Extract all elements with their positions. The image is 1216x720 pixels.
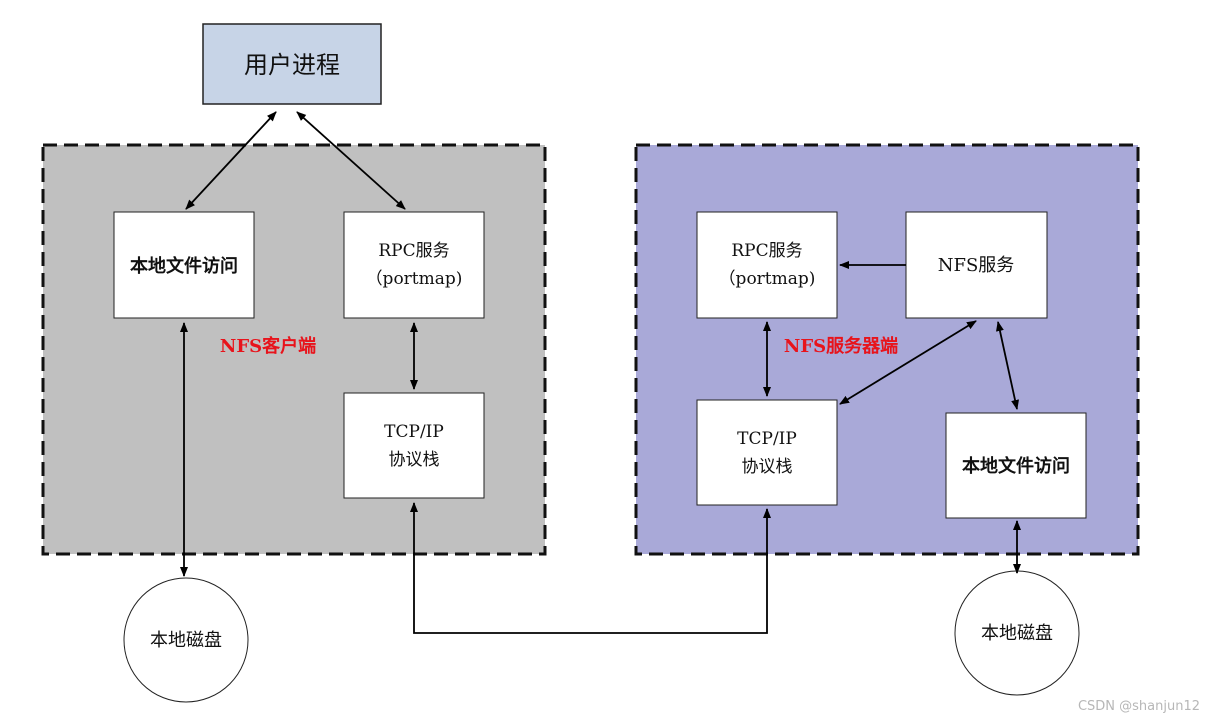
- server-local-file-access-box: [945, 412, 1087, 519]
- server-rpc-label-line2: （portmap): [719, 269, 816, 289]
- client-rpc-label-line1: RPC服务: [378, 241, 449, 261]
- client-local-disk: [123, 577, 249, 703]
- csdn-watermark: CSDN @shanjun12: [1077, 699, 1200, 714]
- client-tcpip-label-line1: TCP/IP: [384, 422, 444, 442]
- client-local-file-access-label: 本地文件访问: [130, 255, 238, 277]
- client-tcpip-label-line2: 协议栈: [389, 450, 440, 470]
- client-local-file-access-box: [113, 211, 255, 319]
- edge-user-process-client-local-file-access: [185, 111, 277, 210]
- server-nfs-service-box: [905, 211, 1048, 319]
- server-local-file-access-label: 本地文件访问: [962, 455, 1070, 477]
- client-local-disk-label: 本地磁盘: [150, 630, 222, 651]
- client-rpc-box: [343, 211, 485, 319]
- server-tcpip-label-line2: 协议栈: [742, 457, 793, 477]
- server-tcpip-box: [696, 399, 838, 506]
- edge-user-process-client-rpc: [296, 111, 406, 210]
- nfs-server-label: NFS服务器端: [784, 335, 898, 357]
- user-process-box: [202, 23, 382, 105]
- user-process-label: 用户进程: [244, 51, 340, 79]
- edge-client-tcpip-server-tcpip: [410, 502, 771, 634]
- server-tcpip-label-line1: TCP/IP: [737, 429, 797, 449]
- server-rpc-box: [696, 211, 838, 319]
- client-rpc-label-line2: （portmap): [366, 269, 463, 289]
- client-tcpip-box: [343, 392, 485, 499]
- edge-server-tcpip-nfs-service: [839, 320, 977, 405]
- server-rpc-label-line1: RPC服务: [731, 241, 802, 261]
- server-nfs-service-label: NFS服务: [938, 255, 1015, 276]
- server-local-disk-label: 本地磁盘: [981, 623, 1053, 644]
- edge-nfs-service-server-local-file-access: [996, 321, 1019, 410]
- nfs-client-label: NFS客户端: [220, 335, 316, 357]
